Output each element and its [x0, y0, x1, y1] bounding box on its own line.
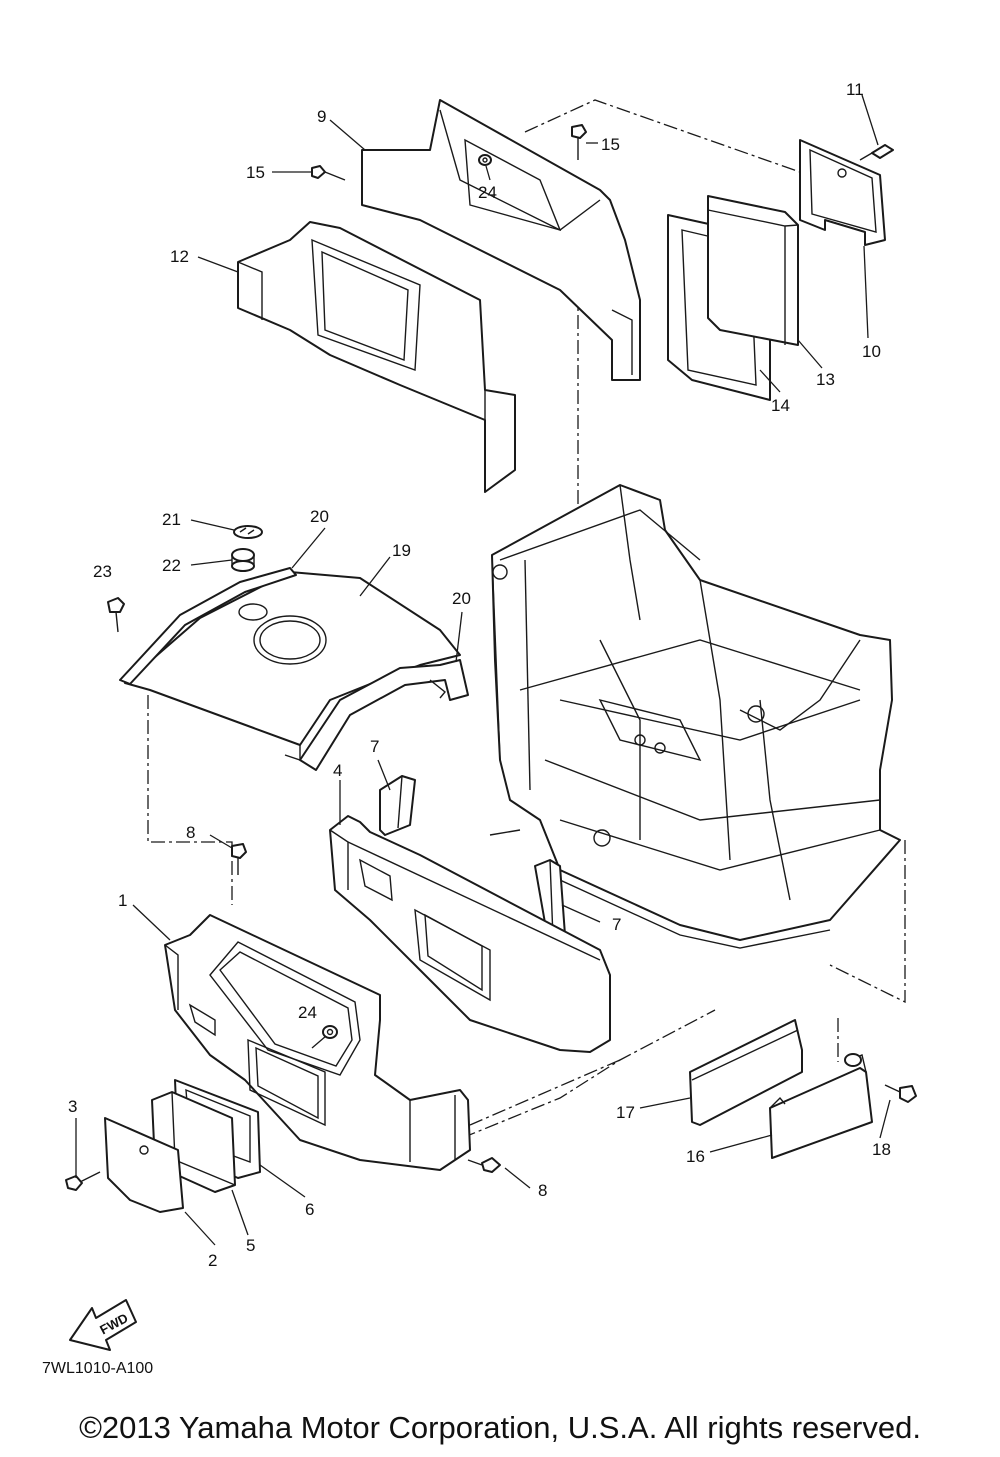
bolt-11-icon: [859, 144, 894, 161]
callout-7-upper: 7: [370, 737, 379, 756]
part-13-filter: [707, 195, 799, 346]
callout-3: 3: [68, 1097, 77, 1116]
alignment-lines: [147, 99, 906, 1139]
bolt-15-right-icon: [571, 124, 587, 160]
callout-6: 6: [305, 1200, 314, 1219]
part-16-panel: [769, 1054, 873, 1159]
fwd-arrow-icon: FWD: [69, 1299, 137, 1351]
callout-21: 21: [162, 510, 181, 529]
callout-23: 23: [93, 562, 112, 581]
callout-8-top: 8: [186, 823, 195, 842]
bolt-8-bottom-icon: [467, 1157, 501, 1173]
callout-22: 22: [162, 556, 181, 575]
part-17-pad: [689, 1019, 803, 1126]
callout-7-lower: 7: [612, 915, 621, 934]
leader-lines: [75, 94, 891, 1246]
callout-10: 10: [862, 342, 881, 361]
copyright-notice: ©2013 Yamaha Motor Corporation, U.S.A. A…: [79, 1410, 921, 1445]
callout-20-left: 20: [310, 507, 329, 526]
callout-19: 19: [392, 541, 411, 560]
callout-15-left: 15: [246, 163, 265, 182]
part-10-lid: [799, 139, 886, 246]
screw-3-icon: [65, 1171, 101, 1191]
nut-24-lower-icon: [322, 1025, 338, 1039]
callout-14: 14: [771, 396, 790, 415]
bolt-15-left-icon: [311, 165, 346, 181]
callout-24-upper: 24: [478, 183, 497, 202]
callout-8-bottom: 8: [538, 1181, 547, 1200]
part-2-cover: [104, 1117, 184, 1213]
callout-13: 13: [816, 370, 835, 389]
callouts: 1 2 3 4 5 6 7 7 8 8 9 10 11 12 13 14 15 …: [68, 80, 891, 1270]
bolt-8-top-icon: [231, 843, 247, 875]
part-12-side-shell: [237, 221, 516, 493]
callout-18: 18: [872, 1140, 891, 1159]
callout-24-lower: 24: [298, 1003, 317, 1022]
washer-16-icon: [844, 1053, 862, 1067]
callout-16: 16: [686, 1147, 705, 1166]
callout-4: 4: [333, 761, 342, 780]
part-22-grommet: [231, 548, 255, 572]
part-4-front-panel: [329, 815, 611, 1053]
bolt-23-icon: [107, 597, 125, 633]
callout-20-right: 20: [452, 589, 471, 608]
callout-1: 1: [118, 891, 127, 910]
drawing-code: 7WL1010-A100: [42, 1360, 154, 1377]
part-7-pad-upper: [379, 775, 416, 836]
callout-15-right: 15: [601, 135, 620, 154]
nut-24-upper-icon: [478, 154, 492, 166]
callout-11: 11: [846, 80, 864, 99]
callout-12: 12: [170, 247, 189, 266]
vehicle-frame: [489, 484, 901, 949]
callout-9: 9: [317, 107, 326, 126]
part-9-upper-panel: [361, 99, 641, 381]
callout-17: 17: [616, 1103, 635, 1122]
part-19-top-panel: [124, 571, 461, 761]
callout-2: 2: [208, 1251, 217, 1270]
part-20-trim: [119, 567, 469, 771]
part-21-cap: [233, 525, 263, 539]
bolt-18-icon: [884, 1084, 917, 1103]
callout-5: 5: [246, 1236, 255, 1255]
